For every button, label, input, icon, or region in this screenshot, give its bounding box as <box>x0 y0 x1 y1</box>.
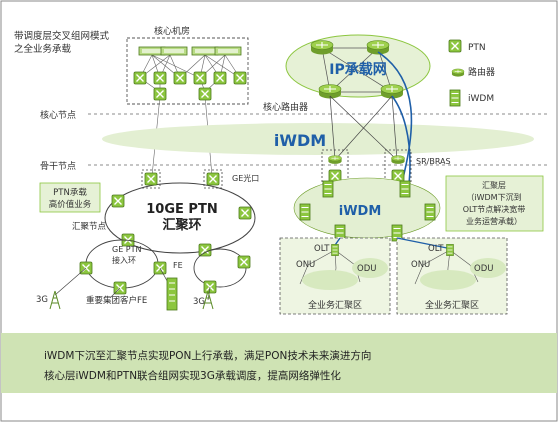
olt-device-2 <box>446 244 454 256</box>
core-switch-4 <box>214 46 242 56</box>
ptn-service-box <box>39 182 101 213</box>
core-ptn-6 <box>233 71 247 85</box>
iwdm-ring-label: iWDM <box>339 204 382 219</box>
title-line-2: 之全业务承载 <box>14 43 72 55</box>
service-area-label-2: 全业务汇聚区 <box>425 299 479 311</box>
iwdm-band-label: iWDM <box>274 131 326 150</box>
bras-router-2 <box>391 155 405 165</box>
title-line-1: 带调度层交叉组网模式 <box>14 30 110 42</box>
aggregation-node-label: 汇聚节点 <box>72 222 107 232</box>
router-to-bras-links <box>329 95 398 161</box>
iwdm-node-3 <box>299 203 311 221</box>
ptn-ring <box>104 182 256 254</box>
pon-links <box>299 249 479 286</box>
sr-bras-label: SR/BRAS <box>416 157 451 166</box>
olt-device-1 <box>331 244 339 256</box>
agg-layer-line-1: 汇聚层 <box>482 181 506 190</box>
iwdm-node-1 <box>322 180 334 198</box>
core-ptn-7 <box>153 87 167 101</box>
agg-layer-line-4: 业务运营承载） <box>466 216 522 226</box>
core-switch-2 <box>160 46 188 56</box>
core-ptn-5 <box>213 71 227 85</box>
ip-router-1 <box>310 39 334 56</box>
access-ptn-4 <box>237 255 251 269</box>
core-ptn-3 <box>173 71 187 85</box>
agg-layer-line-3: OLT节点解决宽带 <box>463 204 526 214</box>
core-room-box <box>126 37 249 105</box>
core-ptn-2 <box>153 71 167 85</box>
ring-ptn-top-right <box>206 172 220 186</box>
onu-label-1: ONU <box>296 260 315 270</box>
ring-ptn-bottom-right <box>198 243 212 257</box>
legend-iwdm-icon <box>449 89 461 107</box>
core-node-label: 核心节点 <box>40 109 76 121</box>
label-3g-left: 3G <box>36 295 48 305</box>
footer-band <box>1 333 557 393</box>
core-ptn-8 <box>198 87 212 101</box>
building-icon <box>166 277 178 311</box>
iwdm-band <box>102 123 534 155</box>
ptn-ring-line-1: 10GE PTN <box>146 202 217 217</box>
odu-label-1: ODU <box>357 264 376 274</box>
ring-ptn-top-left <box>144 172 158 186</box>
legend-ptn-icon <box>448 39 462 53</box>
key-customer-label: 重要集团客户FE <box>86 295 147 306</box>
ptn-service-line-1: PTN承载 <box>53 187 87 198</box>
odu-label-2: ODU <box>474 264 493 274</box>
footer-line-1: iWDM下沉至汇聚节点实现PON上行承载，满足PON技术未来演进方向 <box>44 349 371 362</box>
iwdm-node-4 <box>424 203 436 221</box>
fe-label: FE <box>173 261 183 270</box>
backbone-node-label: 骨干节点 <box>40 161 76 172</box>
ptn-ring-line-2: 汇聚环 <box>162 218 201 233</box>
odu-cloud-2 <box>470 258 506 278</box>
legend: PTN 路由器 iWDM <box>448 39 495 107</box>
ge-ptn-access-line-1: GE PTN <box>112 245 142 254</box>
ge-ptn-access-line-2: 接入环 <box>112 255 136 265</box>
onu-cloud-2 <box>420 270 476 290</box>
backbone-node-box-2 <box>203 169 223 189</box>
ptn-service-line-2: 高价值业务 <box>49 199 92 210</box>
onu-cloud-1 <box>302 270 358 290</box>
legend-router-icon <box>451 68 465 77</box>
core-room-label: 核心机房 <box>154 25 190 37</box>
onu-label-2: ONU <box>411 260 430 270</box>
olt-label-1: OLT <box>314 244 330 254</box>
legend-iwdm-label: iWDM <box>468 94 494 104</box>
core-switch-3 <box>191 46 219 56</box>
core-ptn-4 <box>193 71 207 85</box>
odu-cloud-1 <box>352 258 388 278</box>
olt-label-2: OLT <box>428 244 444 254</box>
footer-line-2: 核心层iWDM和PTN联合组网实现3G承载调度，提高网络弹性化 <box>44 369 341 382</box>
ring-ptn-left <box>111 194 125 208</box>
legend-ptn-label: PTN <box>468 43 486 53</box>
ip-network-label: IP承载网 <box>329 61 386 78</box>
access-leaf-links <box>54 267 211 301</box>
bras-router-1 <box>328 155 342 165</box>
ge-optical-label: GE光口 <box>232 173 259 183</box>
ring-ptn-right <box>238 206 252 220</box>
service-area-label-1: 全业务汇聚区 <box>308 299 362 311</box>
agg-layer-box <box>445 175 544 232</box>
core-router-label: 核心路由器 <box>263 101 308 113</box>
core-ptn-1 <box>133 71 147 85</box>
iwdm-node-2 <box>399 180 411 198</box>
legend-router-label: 路由器 <box>468 66 495 78</box>
agg-layer-line-2: （iWDM下沉到 <box>466 193 521 202</box>
backbone-node-box-1 <box>141 169 161 189</box>
label-3g-right: 3G <box>193 297 205 307</box>
